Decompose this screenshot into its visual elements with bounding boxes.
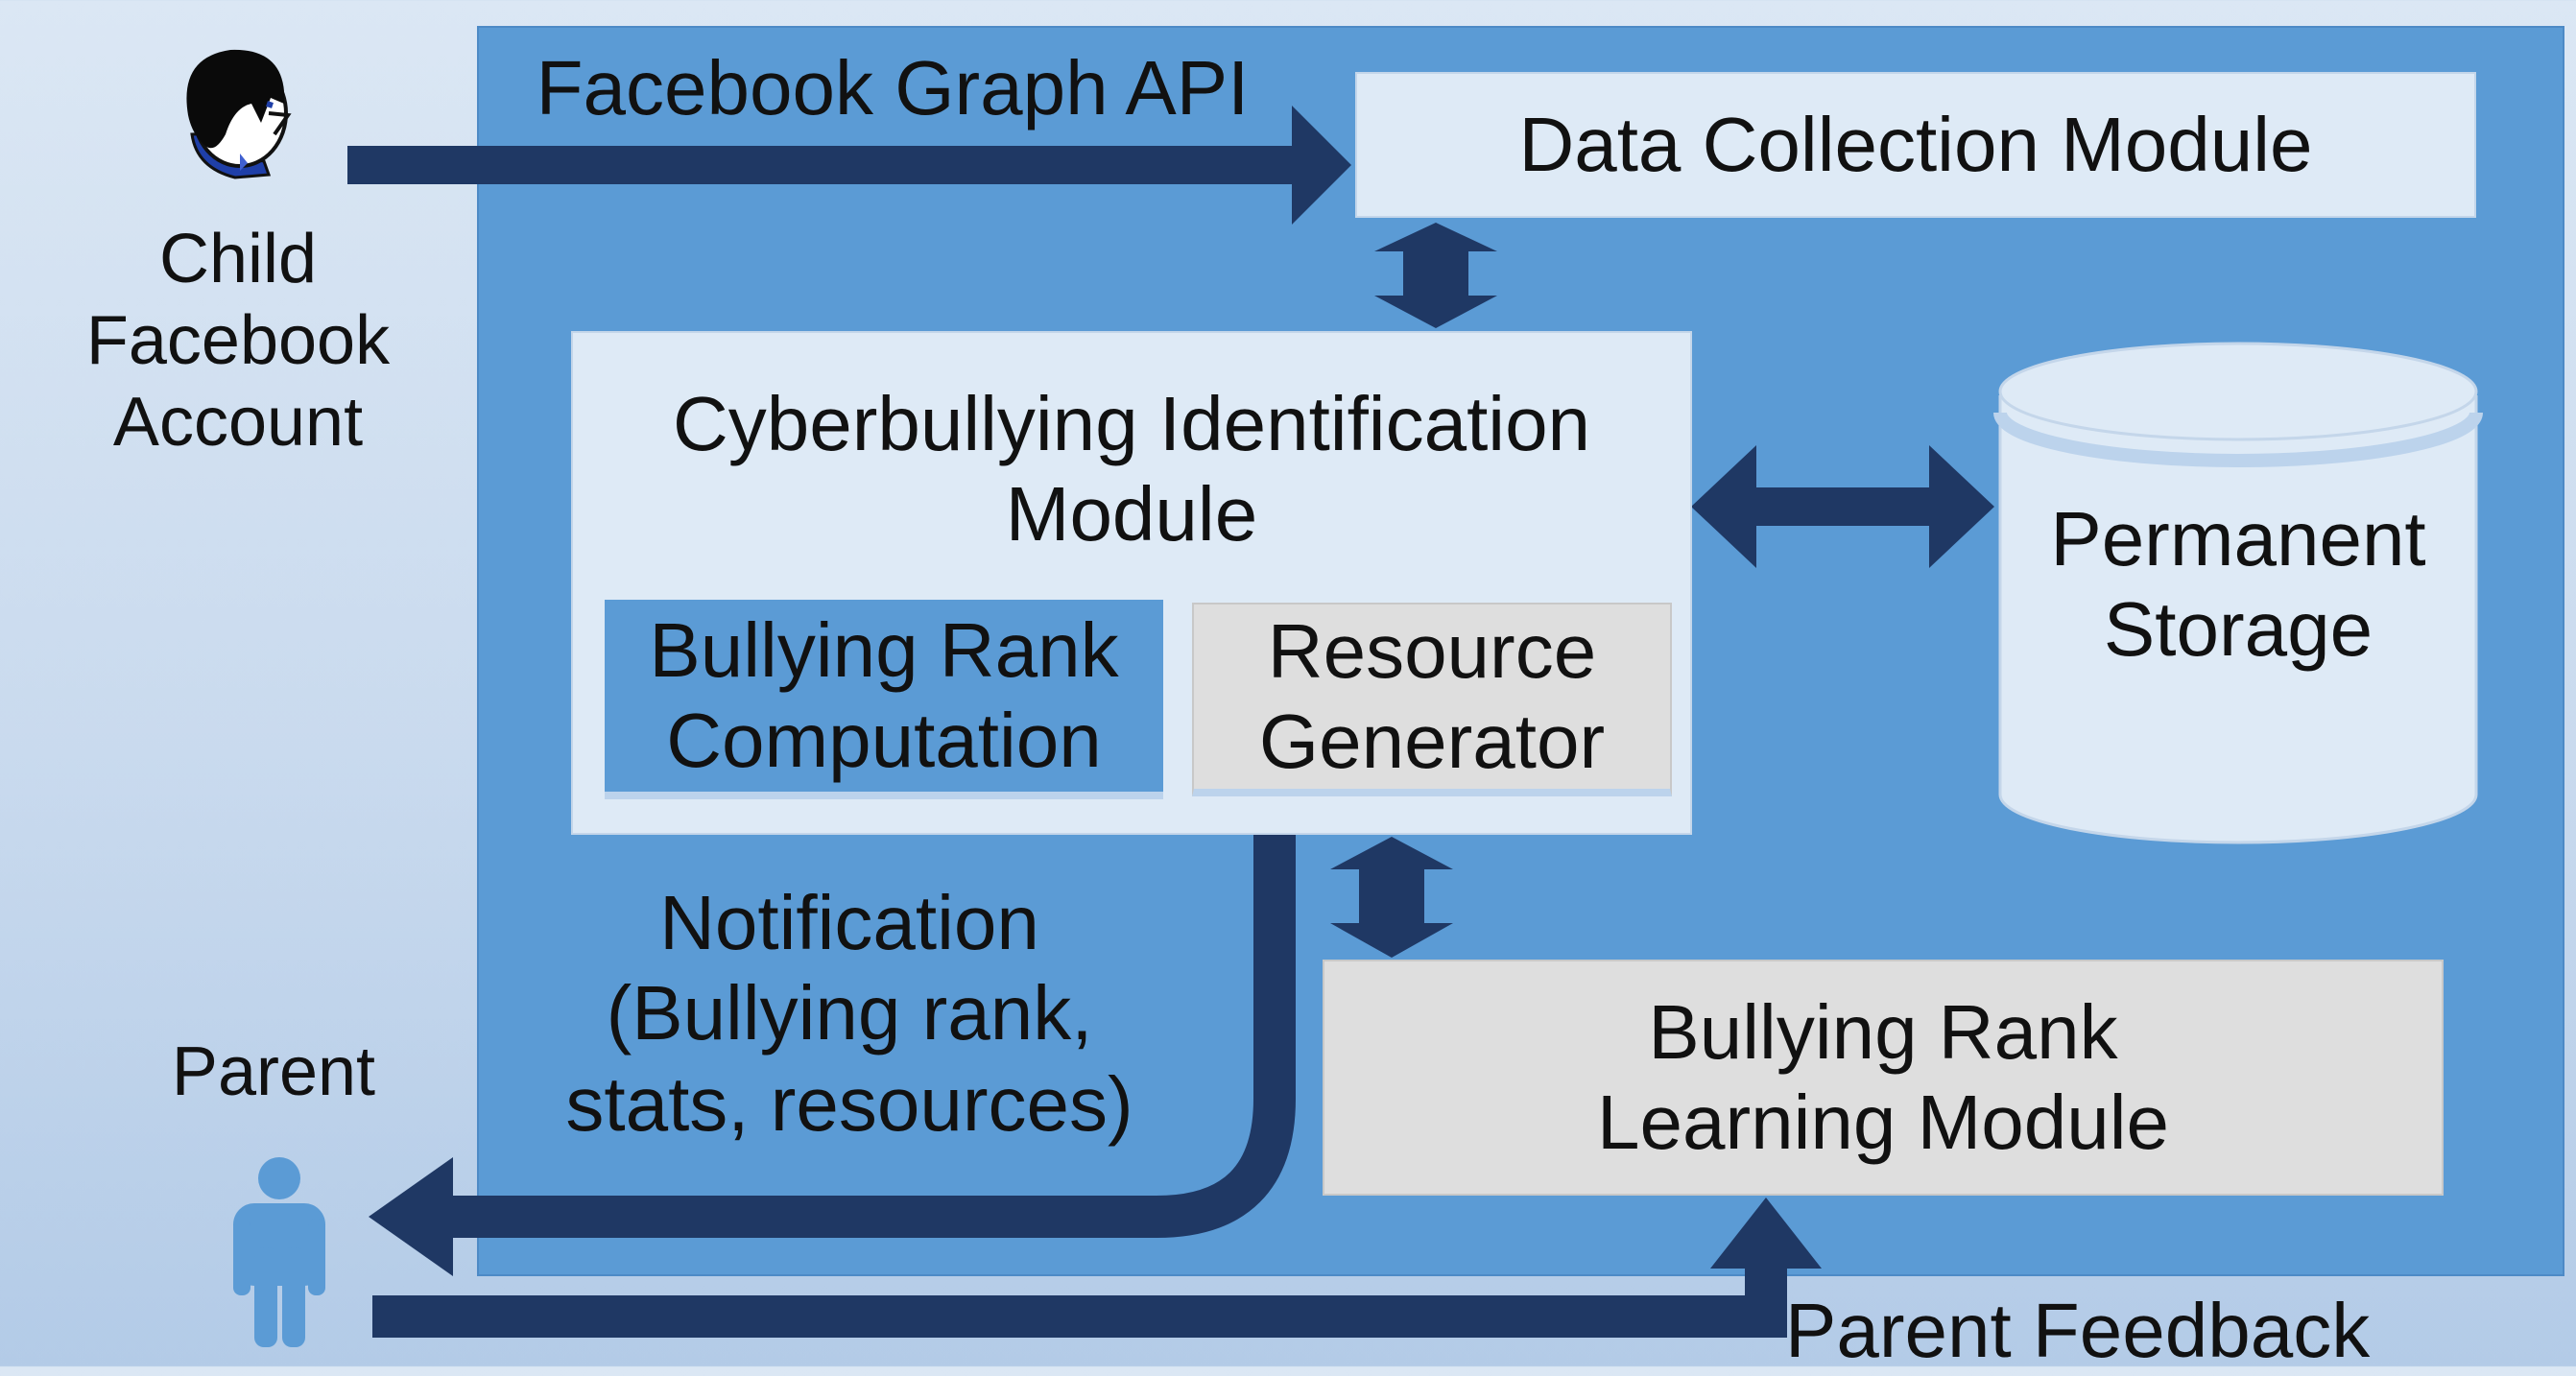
- notification-line1: Notification: [659, 880, 1039, 965]
- child-account-label: Child Facebook Account: [75, 219, 401, 463]
- identification-storage-arrow: [1691, 445, 1994, 568]
- child-head-icon: [186, 49, 292, 179]
- rank-computation-line2: Computation: [666, 698, 1102, 783]
- parent-label: Parent: [171, 1033, 376, 1110]
- parent-feedback-label: Parent Feedback: [1785, 1288, 2371, 1373]
- cyberbullying-title: Cyberbullying Identification Module: [573, 379, 1690, 560]
- identification-learning-arrow: [1330, 837, 1453, 958]
- notification-arrow: [440, 835, 1296, 1238]
- rank-computation-line1: Bullying Rank: [649, 606, 1119, 693]
- rank-computation-box: Bullying Rank Computation: [605, 600, 1163, 799]
- graph-api-label: Facebook Graph API: [536, 45, 1250, 130]
- data-collection-module: Data Collection Module: [1355, 72, 2476, 218]
- notification-label: Notification (Bullying rank, stats, reso…: [518, 878, 1181, 1150]
- cyberbullying-title-line1: Cyberbullying Identification: [672, 381, 1591, 466]
- child-label-line1: Child: [158, 221, 318, 297]
- storage-line1: Permanent: [2050, 496, 2426, 581]
- learning-line1: Bullying Rank: [1648, 988, 2118, 1075]
- learning-module: Bullying Rank Learning Module: [1323, 960, 2444, 1196]
- resource-generator-box: Resource Generator: [1192, 603, 1672, 796]
- person-icon: [233, 1157, 325, 1347]
- storage-label: Permanent Storage: [2000, 494, 2476, 676]
- child-label-line3: Account: [112, 383, 364, 461]
- notification-line3: stats, resources): [565, 1060, 1133, 1147]
- graph-api-arrow: [347, 106, 1351, 225]
- collection-identification-arrow: [1374, 223, 1497, 328]
- learning-line2: Learning Module: [1597, 1079, 2169, 1165]
- feedback-arrow: [372, 1257, 1787, 1338]
- storage-cylinder: [1993, 342, 2483, 844]
- cyberbullying-title-line2: Module: [1005, 471, 1258, 558]
- storage-line2: Storage: [2103, 586, 2373, 673]
- resource-generator-line2: Generator: [1258, 699, 1606, 784]
- notification-line2: (Bullying rank,: [606, 970, 1093, 1056]
- child-label-line2: Facebook: [85, 301, 391, 379]
- resource-generator-line1: Resource: [1267, 607, 1597, 694]
